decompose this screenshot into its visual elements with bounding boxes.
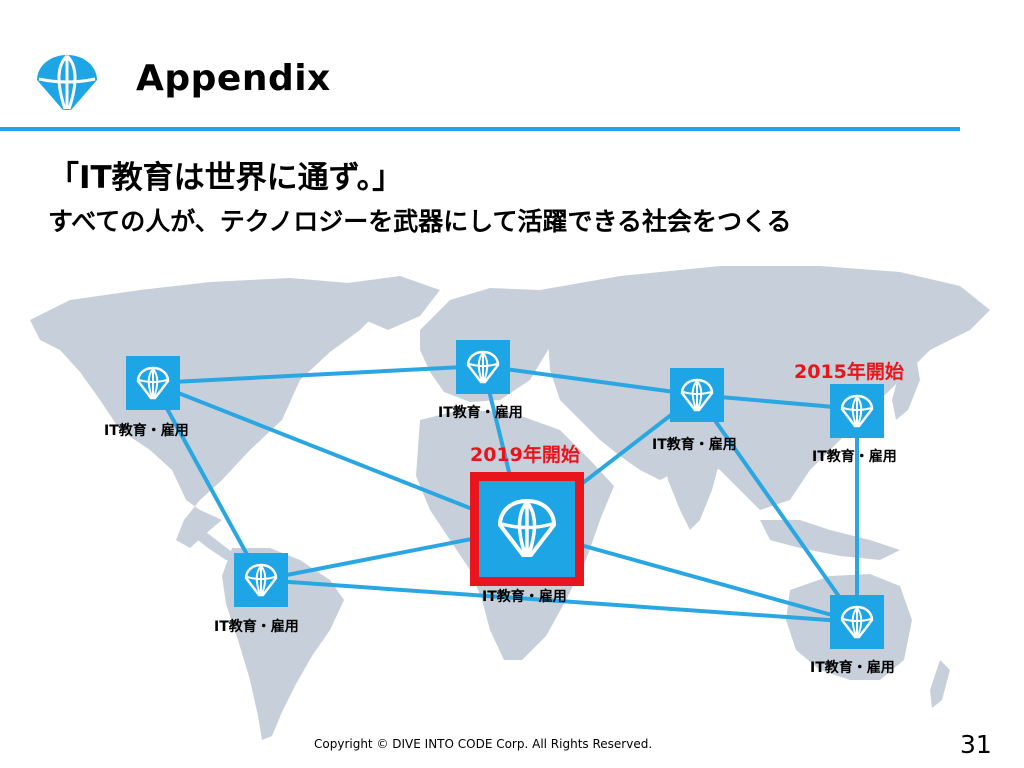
balloon-icon — [670, 368, 724, 422]
node-east-asia — [830, 384, 884, 438]
node-label-south-america: IT教育・雇用 — [214, 619, 299, 635]
start-label-east-asia: 2015年開始 — [794, 361, 904, 383]
islands-southeast-asia — [760, 520, 900, 560]
node-south-asia — [670, 368, 724, 422]
continent-central-america — [186, 520, 238, 562]
balloon-icon — [479, 481, 575, 577]
balloon-icon — [234, 553, 288, 607]
node-label-south-asia: IT教育・雇用 — [652, 437, 737, 453]
continent-asia — [540, 266, 990, 510]
page-number: 31 — [960, 730, 992, 759]
node-oceania — [830, 595, 884, 649]
start-label-africa: 2019年開始 — [470, 444, 580, 466]
node-africa — [479, 481, 575, 577]
node-north-america — [126, 356, 180, 410]
node-label-oceania: IT教育・雇用 — [810, 660, 895, 676]
node-label-europe: IT教育・雇用 — [438, 405, 523, 421]
balloon-icon — [126, 356, 180, 410]
node-label-north-america: IT教育・雇用 — [104, 423, 189, 439]
brand-logo-icon — [34, 52, 100, 114]
continent-india — [660, 440, 720, 530]
page-title: Appendix — [136, 58, 331, 99]
islands-new-zealand — [930, 660, 950, 708]
balloon-icon — [830, 595, 884, 649]
node-label-east-asia: IT教育・雇用 — [812, 449, 897, 465]
node-europe — [456, 340, 510, 394]
balloon-icon — [830, 384, 884, 438]
islands-japan — [892, 356, 920, 420]
continent-greenland — [340, 276, 440, 330]
node-label-africa: IT教育・雇用 — [482, 589, 567, 605]
continent-north-america — [30, 278, 390, 548]
copyright-notice: Copyright © DIVE INTO CODE Corp. All Rig… — [314, 737, 653, 751]
node-south-america — [234, 553, 288, 607]
balloon-icon — [456, 340, 510, 394]
mission-statement: すべての人が、テクノロジーを武器にして活躍できる社会をつくる — [48, 207, 792, 236]
header-divider — [0, 127, 960, 131]
slogan: 「IT教育は世界に通ず。」 — [48, 160, 404, 196]
